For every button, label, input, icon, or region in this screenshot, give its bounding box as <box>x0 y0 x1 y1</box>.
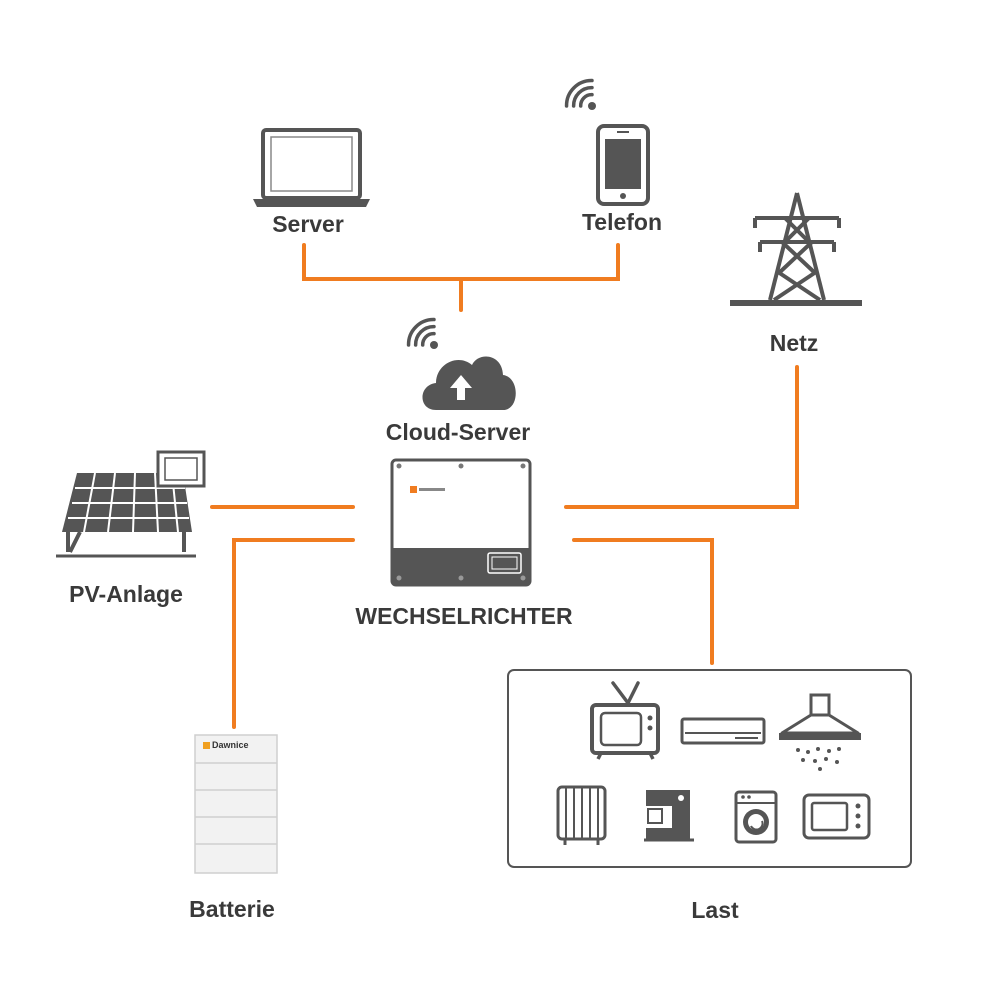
wifi-icon <box>406 317 438 349</box>
inverter-icon <box>390 458 532 587</box>
label-pv-anlage: PV-Anlage <box>69 581 183 607</box>
laptop-icon <box>253 128 370 207</box>
connector-inverter-last <box>572 538 714 665</box>
coffee-machine-icon <box>644 790 694 842</box>
cloud-upload-icon <box>422 356 516 410</box>
radiator-icon <box>556 785 607 845</box>
tv-icon <box>590 681 660 760</box>
connector-server-telefon <box>302 243 620 281</box>
label-netz: Netz <box>769 330 819 356</box>
connectors <box>210 243 799 729</box>
label-last: Last <box>691 897 739 923</box>
smartphone-icon <box>596 124 650 206</box>
solar-panel-icon <box>56 450 206 558</box>
air-conditioner-icon <box>680 717 766 745</box>
range-hood-icon <box>779 693 861 771</box>
battery-brand-label: Dawnice <box>212 740 249 750</box>
microwave-icon <box>802 793 871 840</box>
label-telefon: Telefon <box>581 209 663 235</box>
connector-inverter-netz <box>564 365 799 509</box>
connector-battery-inverter <box>232 538 355 729</box>
label-batterie: Batterie <box>189 896 275 922</box>
label-server: Server <box>272 211 344 237</box>
transmission-tower-icon <box>730 192 862 306</box>
wifi-icon <box>564 78 596 110</box>
battery-icon <box>194 734 278 874</box>
label-wechselrichter: WECHSELRICHTER <box>355 603 573 629</box>
label-cloud-server: Cloud-Server <box>385 419 531 445</box>
washing-machine-icon <box>734 790 778 844</box>
